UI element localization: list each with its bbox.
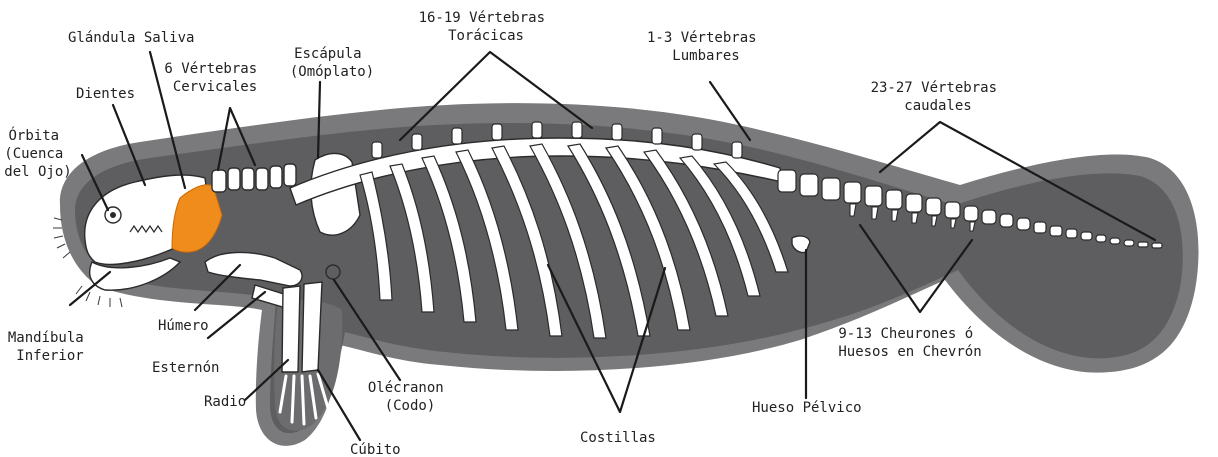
eye-orbit-inner	[110, 212, 116, 218]
label-olecranon: Olécranon (Codo)	[368, 380, 452, 414]
label-costillas: Costillas	[580, 430, 656, 446]
label-humero: Húmero	[158, 318, 209, 334]
label-cubito: Cúbito	[350, 442, 401, 457]
label-radio: Radio	[204, 394, 246, 410]
label-escapula: Escápula (Omóplato)	[290, 46, 374, 80]
label-lumbares: 1-3 Vértebras Lumbares	[647, 30, 765, 64]
label-esternon: Esternón	[152, 360, 219, 376]
label-hueso-pelvico: Hueso Pélvico	[752, 400, 862, 416]
label-orbita: Órbita (Cuenca del Ojo)	[4, 126, 71, 180]
label-caudales: 23-27 Vértebras caudales	[871, 80, 1006, 114]
label-cheurones: 9-13 Cheurones ó Huesos en Chevrón	[838, 326, 981, 360]
radius	[282, 286, 300, 372]
ulna	[302, 282, 322, 372]
label-cervicales: 6 Vértebras Cervicales	[164, 61, 265, 95]
label-glandula-saliva: Glándula Saliva	[68, 30, 194, 46]
label-mandibula: Mandíbula Inferior	[8, 330, 92, 364]
label-toracicas: 16-19 Vértebras Torácicas	[419, 10, 554, 44]
label-dientes: Dientes	[76, 86, 135, 102]
